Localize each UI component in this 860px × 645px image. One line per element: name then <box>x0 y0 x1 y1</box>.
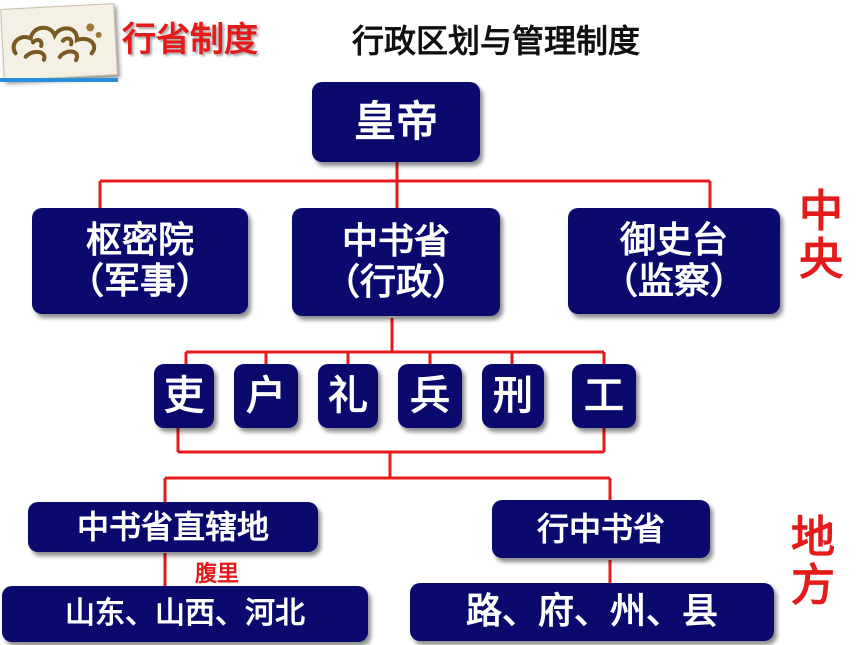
cloud-logo-icon <box>0 3 118 81</box>
area-box-direct: 山东、山西、河北 <box>2 586 368 642</box>
department-box: 户 <box>234 364 298 428</box>
side-label-local: 地 方 <box>791 512 835 612</box>
central-box-military: 枢密院 （军事） <box>32 208 248 314</box>
area-box-province: 路、府、州、县 <box>410 583 774 641</box>
page-subtitle: 行政区划与管理制度 <box>352 22 641 60</box>
central-box-supervision: 御史台 （监察） <box>568 208 780 314</box>
side-label-central: 中 央 <box>799 186 843 286</box>
department-box: 吏 <box>154 364 214 428</box>
department-label: 礼 <box>328 373 368 419</box>
central-name: 枢密院 <box>85 219 194 261</box>
department-label: 兵 <box>410 373 450 419</box>
local-name: 中书省直辖地 <box>76 507 269 546</box>
central-role: （军事） <box>67 261 212 302</box>
department-box: 礼 <box>318 364 378 428</box>
department-label: 工 <box>584 373 624 419</box>
department-box: 刑 <box>482 364 544 428</box>
central-box-administration: 中书省 （行政） <box>292 208 500 316</box>
emperor-box: 皇帝 <box>312 82 480 162</box>
central-role: （行政） <box>323 262 468 303</box>
emperor-label: 皇帝 <box>353 96 438 146</box>
department-label: 刑 <box>493 373 533 419</box>
department-box: 工 <box>572 364 636 428</box>
note-heartland: 腹里 <box>195 562 240 587</box>
area-label: 山东、山西、河北 <box>65 595 305 631</box>
area-label: 路、府、州、县 <box>465 591 718 633</box>
local-box-direct: 中书省直辖地 <box>28 502 318 552</box>
header-accent-bar <box>0 78 118 82</box>
department-box: 兵 <box>398 364 462 428</box>
central-name: 御史台 <box>619 219 728 261</box>
local-name: 行中书省 <box>536 509 665 548</box>
department-label: 户 <box>246 373 286 419</box>
central-role: （监察） <box>601 261 746 302</box>
local-box-province: 行中书省 <box>492 500 710 558</box>
central-name: 中书省 <box>341 220 450 262</box>
page-title: 行省制度 <box>122 20 258 60</box>
department-label: 吏 <box>164 373 204 419</box>
